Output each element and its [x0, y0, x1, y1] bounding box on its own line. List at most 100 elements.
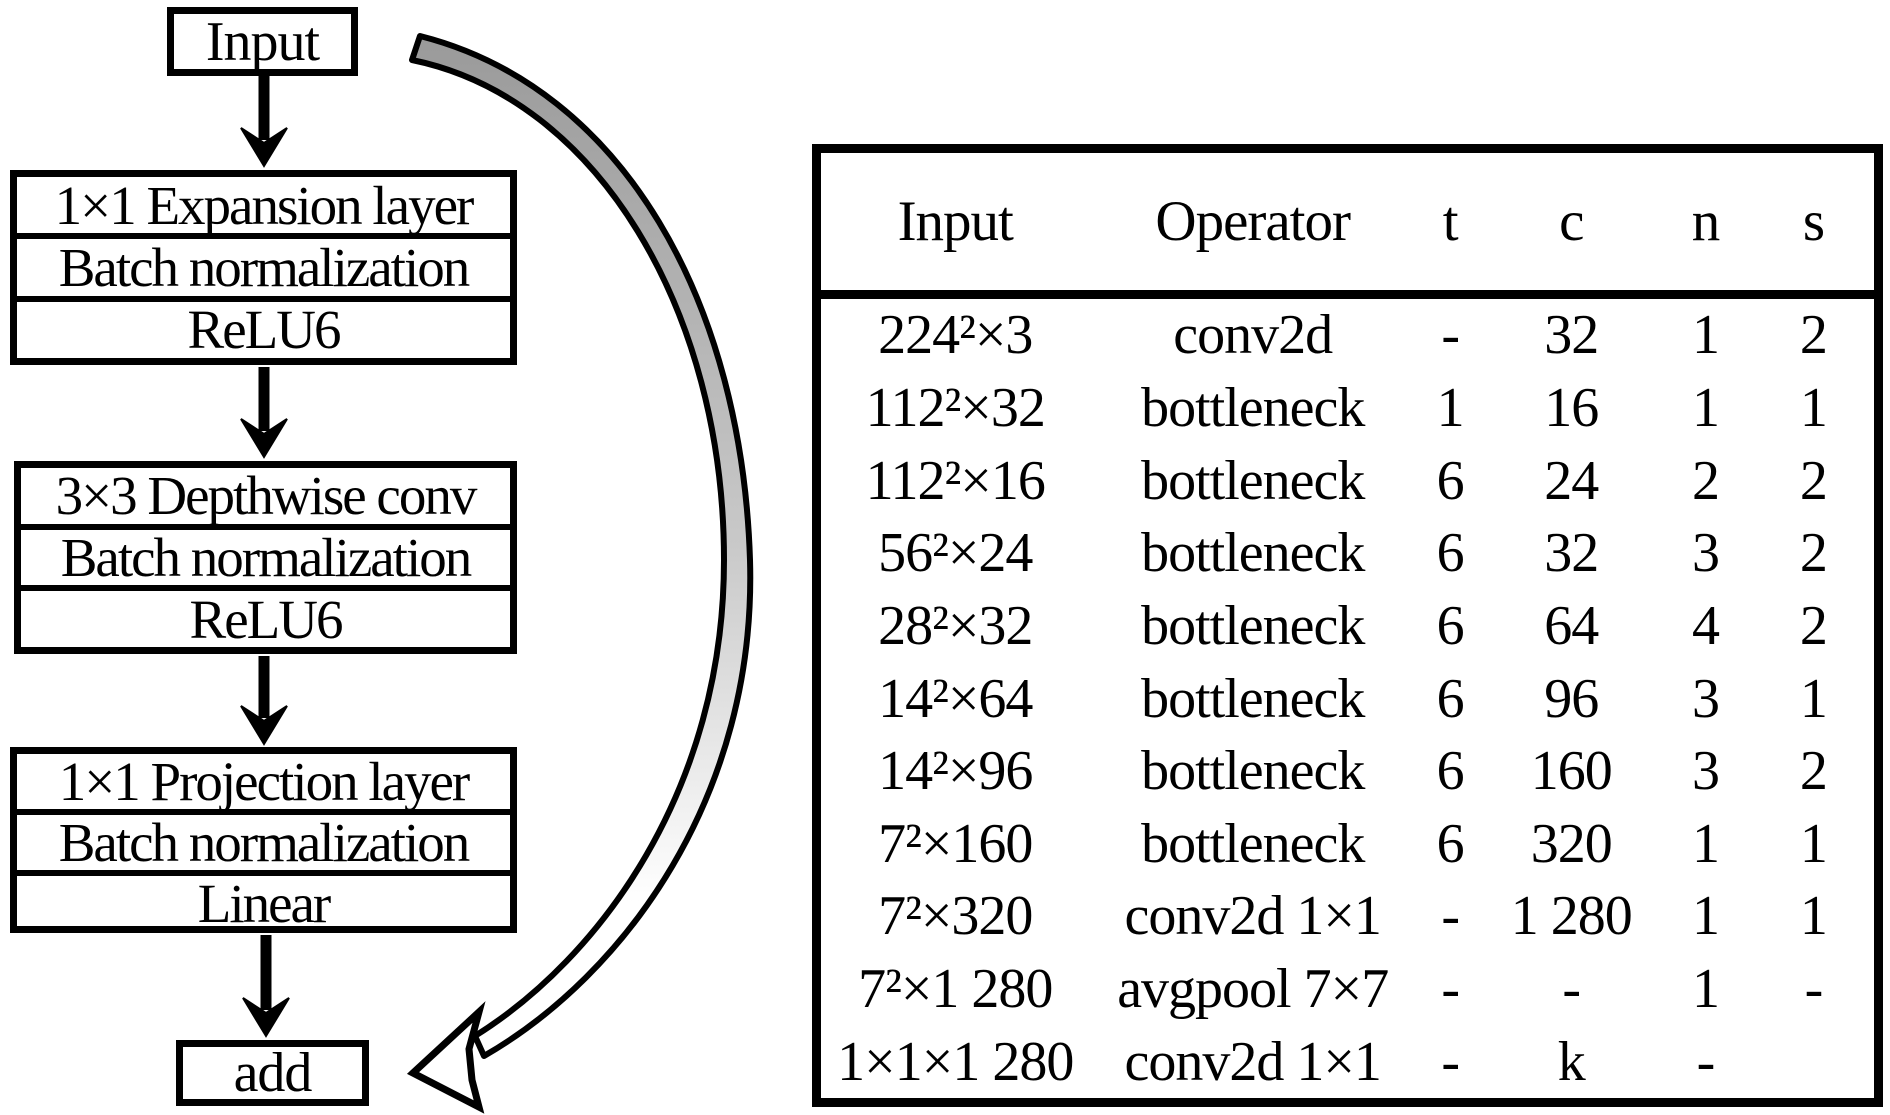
table-cell: 160	[1530, 740, 1613, 803]
table-header-cell: s	[1802, 190, 1825, 253]
table-cell: 6	[1436, 522, 1465, 585]
table-cell: 6	[1436, 667, 1465, 730]
table-cell: 1	[1691, 885, 1720, 948]
table-cell: bottleneck	[1141, 376, 1365, 439]
table-cell: 2	[1691, 449, 1720, 512]
table-cell: 2	[1799, 449, 1828, 512]
table-cell: 6	[1436, 740, 1465, 803]
table-cell: 6	[1436, 812, 1465, 875]
table-cell: bottleneck	[1141, 812, 1365, 875]
arrow-depthwise-to-projection	[240, 656, 288, 746]
table-cell: bottleneck	[1141, 667, 1365, 730]
table-cell: bottleneck	[1141, 449, 1365, 512]
table-cell: 3	[1691, 667, 1720, 730]
table-cell: 1	[1691, 376, 1720, 439]
table-row: 112²×32 bottleneck 1 16 1 1	[821, 372, 1874, 445]
block-row-label: Batch normalization	[17, 809, 510, 870]
table-header-cell: n	[1691, 190, 1720, 253]
table-cell: -	[1562, 958, 1581, 1021]
table-cell: k	[1557, 1030, 1586, 1093]
table-cell: conv2d 1×1	[1124, 885, 1381, 948]
table-cell: bottleneck	[1141, 522, 1365, 585]
arrow-input-to-expansion	[240, 76, 288, 168]
table-cell: 3	[1691, 522, 1720, 585]
table-cell: 1	[1691, 812, 1720, 875]
table-row: 14²×96 bottleneck 6 160 3 2	[821, 735, 1874, 808]
table-cell: 1 280	[1510, 885, 1633, 948]
block-row-label: Linear	[17, 870, 510, 931]
table-cell: 16	[1544, 376, 1599, 439]
table-cell: 6	[1436, 449, 1465, 512]
block-row-label: ReLU6	[17, 295, 510, 358]
table-cell: 1	[1799, 376, 1828, 439]
table-header-row: Input Operator t c n s	[821, 153, 1874, 299]
block-row-label: Batch normalization	[21, 523, 510, 586]
input-node: Input	[167, 7, 358, 76]
block-row-label: Batch normalization	[17, 233, 510, 295]
table-header-cell: c	[1559, 190, 1584, 253]
add-node: add	[176, 1040, 369, 1106]
table-cell: -	[1441, 1030, 1460, 1093]
table-row: 112²×16 bottleneck 6 24 2 2	[821, 444, 1874, 517]
table-cell: 28²×32	[878, 594, 1033, 657]
table-cell: -	[1804, 958, 1824, 1021]
block-row-label: 1×1 Expansion layer	[54, 174, 475, 236]
block-row-label: 1×1 Projection layer	[58, 751, 471, 812]
block-row-label: 3×3 Depthwise conv	[55, 465, 478, 527]
table-cell: 4	[1691, 594, 1720, 657]
table-cell: 32	[1544, 304, 1599, 367]
block-row-label: ReLU6	[21, 585, 510, 647]
skip-connection-arrowhead-icon	[406, 1001, 486, 1114]
table-cell: 14²×64	[878, 667, 1033, 730]
table-cell: 2	[1799, 304, 1828, 367]
table-cell: avgpool 7×7	[1117, 958, 1389, 1021]
table-header-cell: t	[1442, 190, 1459, 253]
table-row: 7²×160 bottleneck 6 320 1 1	[821, 807, 1874, 880]
table-cell: 112²×16	[865, 449, 1046, 512]
table-row: 7²×320 conv2d 1×1-1 280 1 1	[821, 880, 1874, 953]
table-cell: 112²×32	[865, 376, 1046, 439]
table-cell: 7²×160	[878, 812, 1033, 875]
table-header-cell: Input	[897, 190, 1014, 253]
table-cell: 224²×3	[878, 304, 1033, 367]
table-header-cell: Operator	[1155, 190, 1351, 253]
table-cell: 3	[1691, 740, 1720, 803]
table-cell: 56²×24	[878, 522, 1033, 585]
table-cell: 1×1×1 280	[837, 1030, 1074, 1093]
table-cell: 1	[1436, 376, 1465, 439]
table-cell: 96	[1544, 667, 1599, 730]
table-cell: -	[1696, 1030, 1716, 1093]
table-cell: -	[1441, 885, 1460, 948]
table-cell: 32	[1544, 522, 1599, 585]
table-cell: 1	[1691, 958, 1720, 1021]
table-cell: 2	[1799, 594, 1828, 657]
table-cell: 1	[1691, 304, 1720, 367]
table-cell: 7²×320	[878, 885, 1033, 948]
table-cell: 7²×1 280	[858, 958, 1053, 1021]
table-cell: 6	[1436, 594, 1465, 657]
arrow-projection-to-add	[242, 935, 290, 1038]
arrow-expansion-to-depthwise	[240, 367, 288, 459]
table-cell: 1	[1799, 885, 1828, 948]
table-cell: 2	[1799, 522, 1828, 585]
table-cell: 1	[1799, 812, 1828, 875]
table-cell: conv2d 1×1	[1124, 1030, 1381, 1093]
table-cell: 64	[1544, 594, 1599, 657]
table-cell: 2	[1799, 740, 1828, 803]
table-cell: 320	[1530, 812, 1613, 875]
table-cell: -	[1441, 304, 1460, 367]
table-cell: 14²×96	[878, 740, 1033, 803]
table-cell: 24	[1544, 449, 1599, 512]
table-cell: bottleneck	[1141, 740, 1365, 803]
